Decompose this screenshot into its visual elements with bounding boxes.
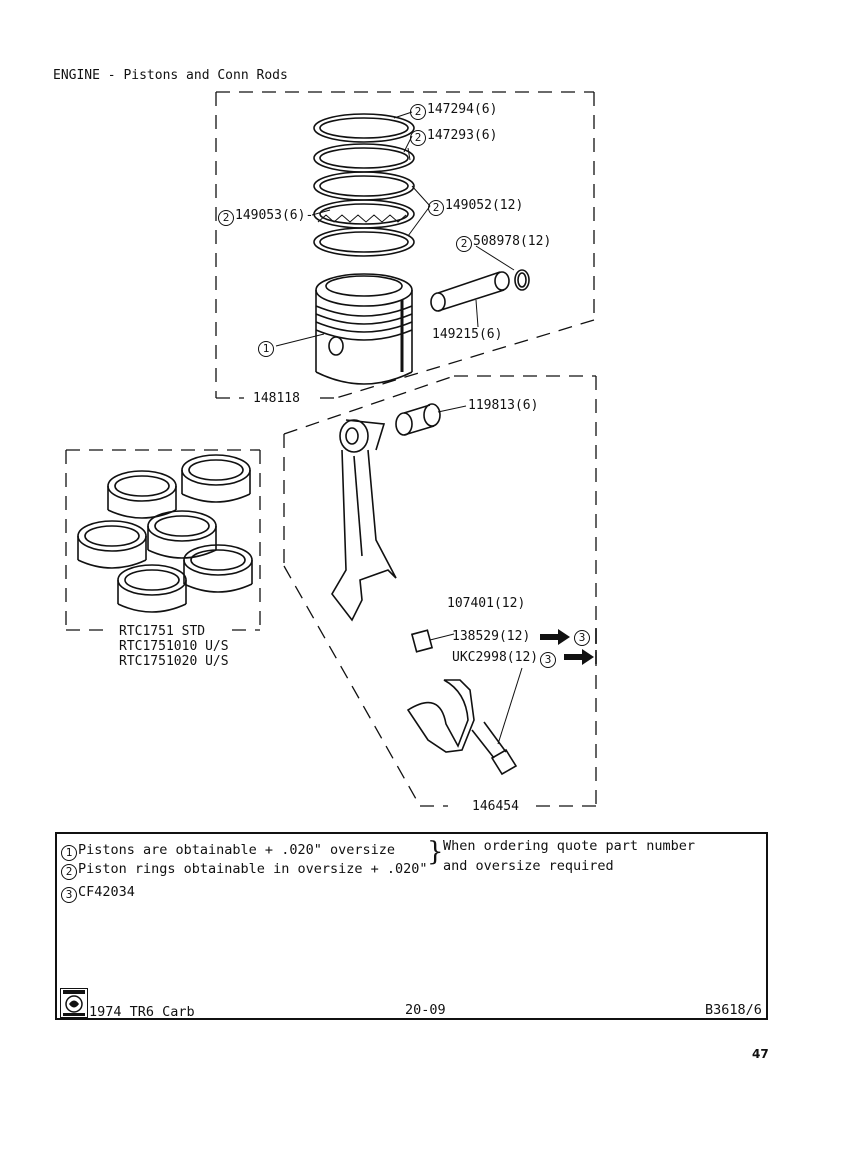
callout-bolt: UKC2998(12) [452,650,539,665]
connecting-rod [331,419,397,622]
page-title: ENGINE - Pistons and Conn Rods [53,68,288,83]
page-number: 47 [752,1047,769,1061]
callout-bolt-ref: 3 [540,650,557,668]
arrow-icons [540,629,594,665]
footer-model: 1974 TR6 Carb [89,1004,195,1020]
note-bracket-line-1: When ordering quote part number [443,838,695,854]
circlip [514,269,530,291]
callout-piston: 1 [258,339,275,357]
footer-section: 20-09 [405,1002,446,1018]
big-end-bolt [471,721,518,776]
arrow-right-icon [564,649,594,665]
gudgeon-pin [430,271,510,312]
callout-bearing-std: RTC1751 STD [119,624,206,639]
callout-piston-assembly: 148118 [253,391,300,406]
piston [315,273,413,385]
leader-lines [275,111,523,745]
footer-drawing-ref: B3618/6 [705,1002,762,1018]
callout-small-end-bush: 119813(6) [468,398,539,413]
callout-dowel: 107401(12) [447,596,526,611]
arrow-right-icon [540,629,570,645]
note-bracket-line-2: and oversize required [443,858,614,874]
callout-bearing-020: RTC1751020 U/S [119,654,229,669]
callout-conn-rod-assembly: 146454 [472,799,519,814]
piston-rings [313,113,415,257]
callout-nut: 138529(12) [452,629,531,644]
dowel [410,629,434,653]
bearing-group-boundary [65,449,261,631]
conn-rod-group-boundary [283,375,597,807]
callout-gudgeon-pin: 149215(6) [432,327,503,342]
callout-bearing-010: RTC1751010 U/S [119,639,229,654]
piston-group-boundary [215,91,595,399]
small-end-bush [395,403,441,436]
callout-nut-ref: 3 [574,628,591,646]
bearing-shells [77,454,253,613]
british-leyland-logo-icon [60,988,88,1018]
brace-glyph: } [427,837,444,867]
big-end-cap [406,679,475,753]
